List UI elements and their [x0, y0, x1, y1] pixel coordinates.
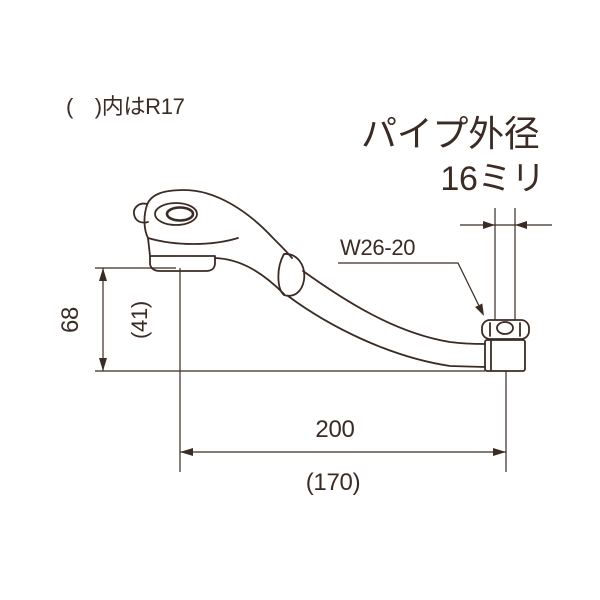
pipe-diameter-label: パイプ外径 [361, 113, 540, 154]
height-arrow-bottom [99, 358, 107, 371]
height-arrow-top [99, 268, 107, 281]
height-value: 68 [57, 306, 84, 334]
length-arrow-right [493, 448, 506, 456]
thread-size-label: W26-20 [340, 235, 416, 260]
hose-collar [277, 253, 306, 297]
height-value-r17: (41) [127, 301, 152, 339]
thread-leader-line [338, 262, 480, 306]
spray-nozzle [149, 255, 216, 272]
pipe-arrow-right [515, 221, 527, 229]
hose-upper-edge [302, 270, 486, 345]
spray-head-top-edge [146, 189, 293, 259]
spray-head-parting-line [147, 237, 239, 245]
faucet-outline [133, 189, 530, 372]
length-value-r17: (170) [305, 469, 361, 496]
coupling-nut [481, 319, 530, 340]
spray-head-top-button [154, 202, 198, 226]
r17-note: ( )内はR17 [66, 94, 185, 119]
hose-lower-edge [287, 295, 486, 368]
pipe-diameter-value: 16ミリ [440, 160, 545, 198]
arrowheads [99, 221, 527, 456]
dimension-lines [95, 208, 552, 472]
spray-head-side-button [133, 202, 149, 224]
spray-head-bottom-edge [214, 257, 285, 295]
length-arrow-left [180, 448, 193, 456]
spray-head-top-button-inner [165, 206, 195, 222]
pipe-arrow-left [483, 221, 495, 229]
thread-leader-arrow [475, 303, 484, 316]
coupling-nut-center [496, 321, 514, 335]
spray-head-front-face [143, 204, 151, 257]
length-value: 200 [315, 416, 355, 443]
connector-block [484, 339, 526, 372]
